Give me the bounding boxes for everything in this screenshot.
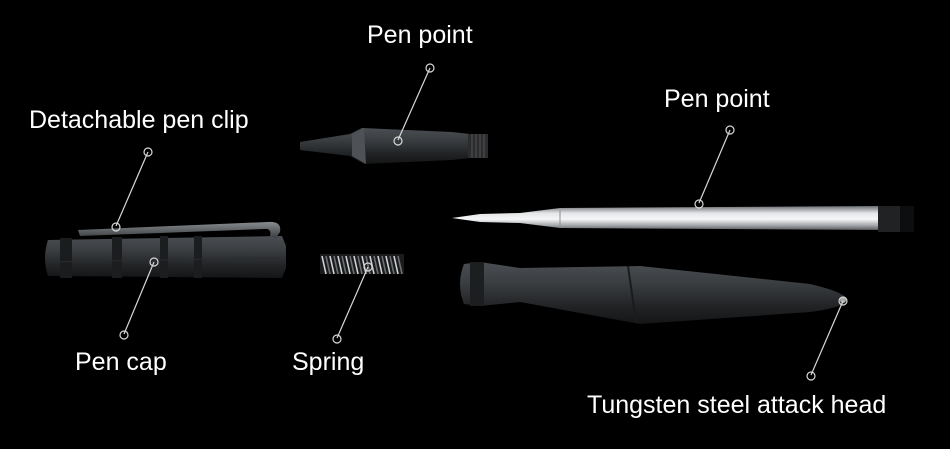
label-tungsten-head: Tungsten steel attack head xyxy=(587,391,887,419)
callout-pen-point-right xyxy=(694,125,735,209)
label-pen-point-top: Pen point xyxy=(367,21,473,49)
callout-pen-cap xyxy=(119,257,159,340)
spring-part xyxy=(320,254,404,275)
pen-clip-part xyxy=(78,221,281,238)
pen-body-part xyxy=(460,262,847,324)
callout-pen-point-top xyxy=(393,63,435,146)
pen-cap-part xyxy=(45,236,286,278)
label-detachable-pen-clip: Detachable pen clip xyxy=(29,106,249,134)
callout-spring xyxy=(332,262,373,344)
label-pen-cap: Pen cap xyxy=(75,348,167,376)
callout-lines xyxy=(111,63,848,381)
pen-point-part-top xyxy=(300,128,488,164)
callout-pen-clip xyxy=(111,147,153,232)
label-pen-point-right: Pen point xyxy=(664,85,770,113)
refill-part xyxy=(452,206,914,232)
callout-tungsten-head xyxy=(806,296,848,381)
label-spring: Spring xyxy=(292,348,365,376)
